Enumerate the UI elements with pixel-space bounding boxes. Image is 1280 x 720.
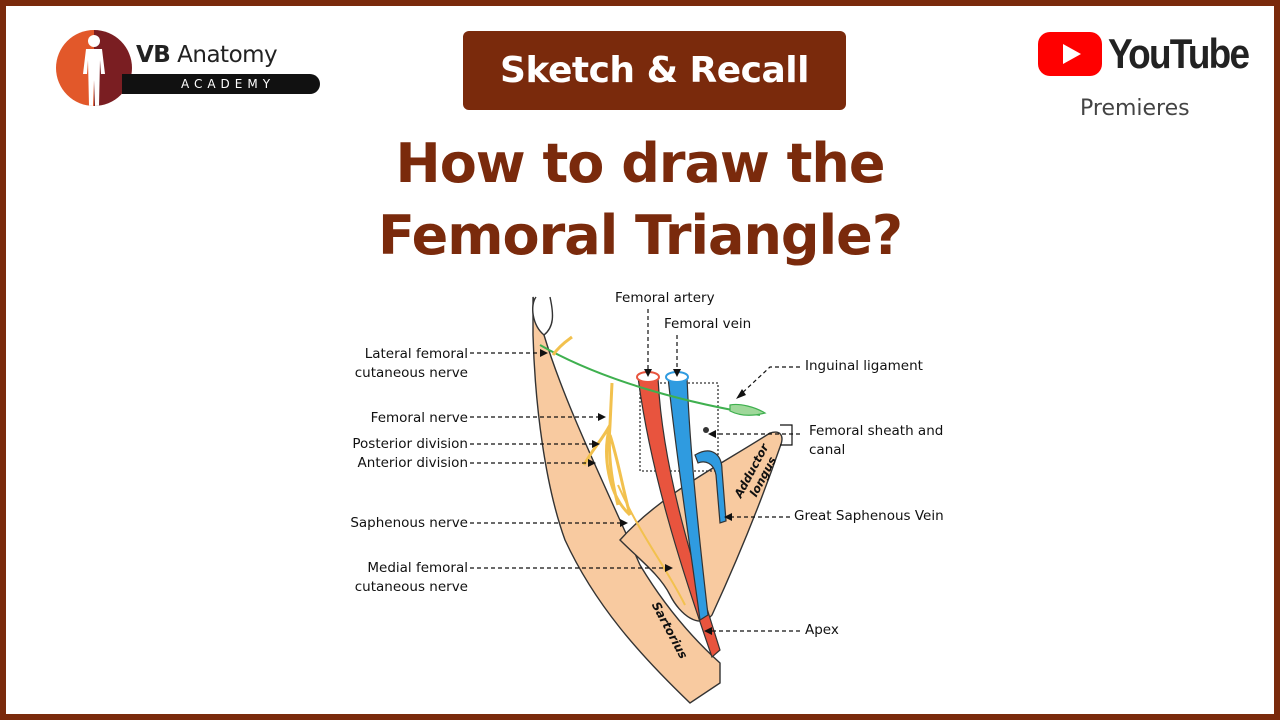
femoral-nerve-label: Femoral nerve: [370, 410, 468, 426]
apex-label: Apex: [805, 622, 839, 638]
femoral-nerve: [582, 382, 632, 517]
femoral-vein: [667, 376, 709, 622]
logo-brand-bold: VB: [136, 42, 171, 68]
sheath-brace: [780, 424, 793, 446]
title-line-1: How to draw the: [395, 132, 886, 195]
vb-anatomy-logo: ACADEMY VB Anatomy: [56, 30, 320, 108]
diagram-svg: [470, 296, 800, 704]
femoral-sheath-line-1: Femoral sheath and: [809, 423, 944, 439]
inguinal-ligament-label: Inguinal ligament: [805, 358, 923, 374]
great-saphenous-vein-label: Great Saphenous Vein: [794, 508, 944, 524]
sketch-recall-badge: Sketch & Recall: [463, 31, 846, 110]
femoral-sheath-label: Femoral sheath and canal: [809, 422, 943, 460]
lateral-cutaneous-nerve: [551, 335, 573, 356]
saphenous-nerve-label: Saphenous nerve: [350, 515, 468, 531]
medial-femoral-label: Medial femoral cutaneous nerve: [340, 559, 468, 597]
femoral-artery-label: Femoral artery: [615, 290, 715, 306]
logo-brand-text: VB Anatomy: [136, 42, 278, 68]
leader-lines: [470, 309, 800, 632]
medial-femoral-line-1: Medial femoral: [367, 560, 468, 576]
femoral-vein-label: Femoral vein: [664, 316, 752, 332]
lateral-femoral-line-1: Lateral femoral: [364, 346, 468, 362]
posterior-division-label: Posterior division: [352, 436, 468, 452]
lateral-femoral-label: Lateral femoral cutaneous nerve: [340, 345, 468, 383]
premieres-label: Premieres: [1080, 96, 1190, 121]
great-saphenous-vein: [694, 450, 727, 524]
youtube-premieres: YouTube Premieres: [1038, 30, 1250, 132]
femoral-triangle-diagram: Adductor longus Sartorius Lateral femora…: [340, 285, 960, 715]
logo-figure-icon: [56, 30, 132, 106]
femoral-sheath-line-2: canal: [809, 442, 846, 458]
femoral-canal-dot: [703, 427, 709, 433]
arrowheads: [540, 349, 746, 635]
sartorius-tip: [532, 296, 554, 336]
medial-femoral-line-2: cutaneous nerve: [354, 579, 468, 595]
anterior-division-label: Anterior division: [357, 455, 468, 471]
logo-brand-rest: Anatomy: [170, 42, 278, 68]
title-line-2: Femoral Triangle?: [377, 204, 903, 267]
saphenous-nerve: [617, 484, 686, 606]
page-title: How to draw the Femoral Triangle?: [300, 128, 980, 272]
lateral-femoral-line-2: cutaneous nerve: [354, 365, 468, 381]
youtube-wordmark: YouTube: [1108, 30, 1250, 77]
lacunar-ligament: [729, 403, 767, 416]
youtube-play-icon: [1038, 32, 1102, 76]
logo-academy-bar: ACADEMY: [122, 74, 320, 94]
